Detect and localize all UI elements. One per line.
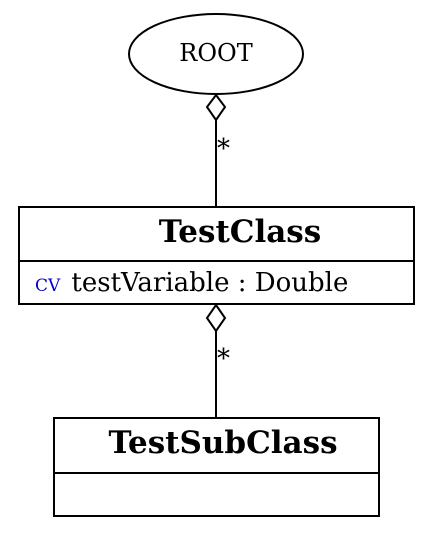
- attribute-text: testVariable : Double: [71, 268, 348, 298]
- class-testsubclass: TestSubClass: [53, 417, 380, 517]
- attribute-row: CV testVariable : Double: [35, 268, 348, 298]
- class-name: TestClass: [159, 214, 321, 250]
- multiplicity-label: *: [217, 344, 230, 374]
- root-label: ROOT: [179, 39, 252, 67]
- association-testclass-testsubclass: *: [205, 303, 230, 418]
- association-root-testclass: *: [205, 93, 230, 207]
- aggregation-diamond: [205, 303, 227, 333]
- multiplicity-label: *: [217, 134, 230, 164]
- class-testclass: TestClass CV testVariable : Double: [18, 206, 415, 305]
- class-box: [53, 417, 380, 517]
- class-name: TestSubClass: [108, 425, 337, 461]
- aggregation-diamond: [205, 93, 227, 122]
- attribute-stereotype: CV: [35, 276, 61, 296]
- root-node: ROOT: [128, 13, 304, 95]
